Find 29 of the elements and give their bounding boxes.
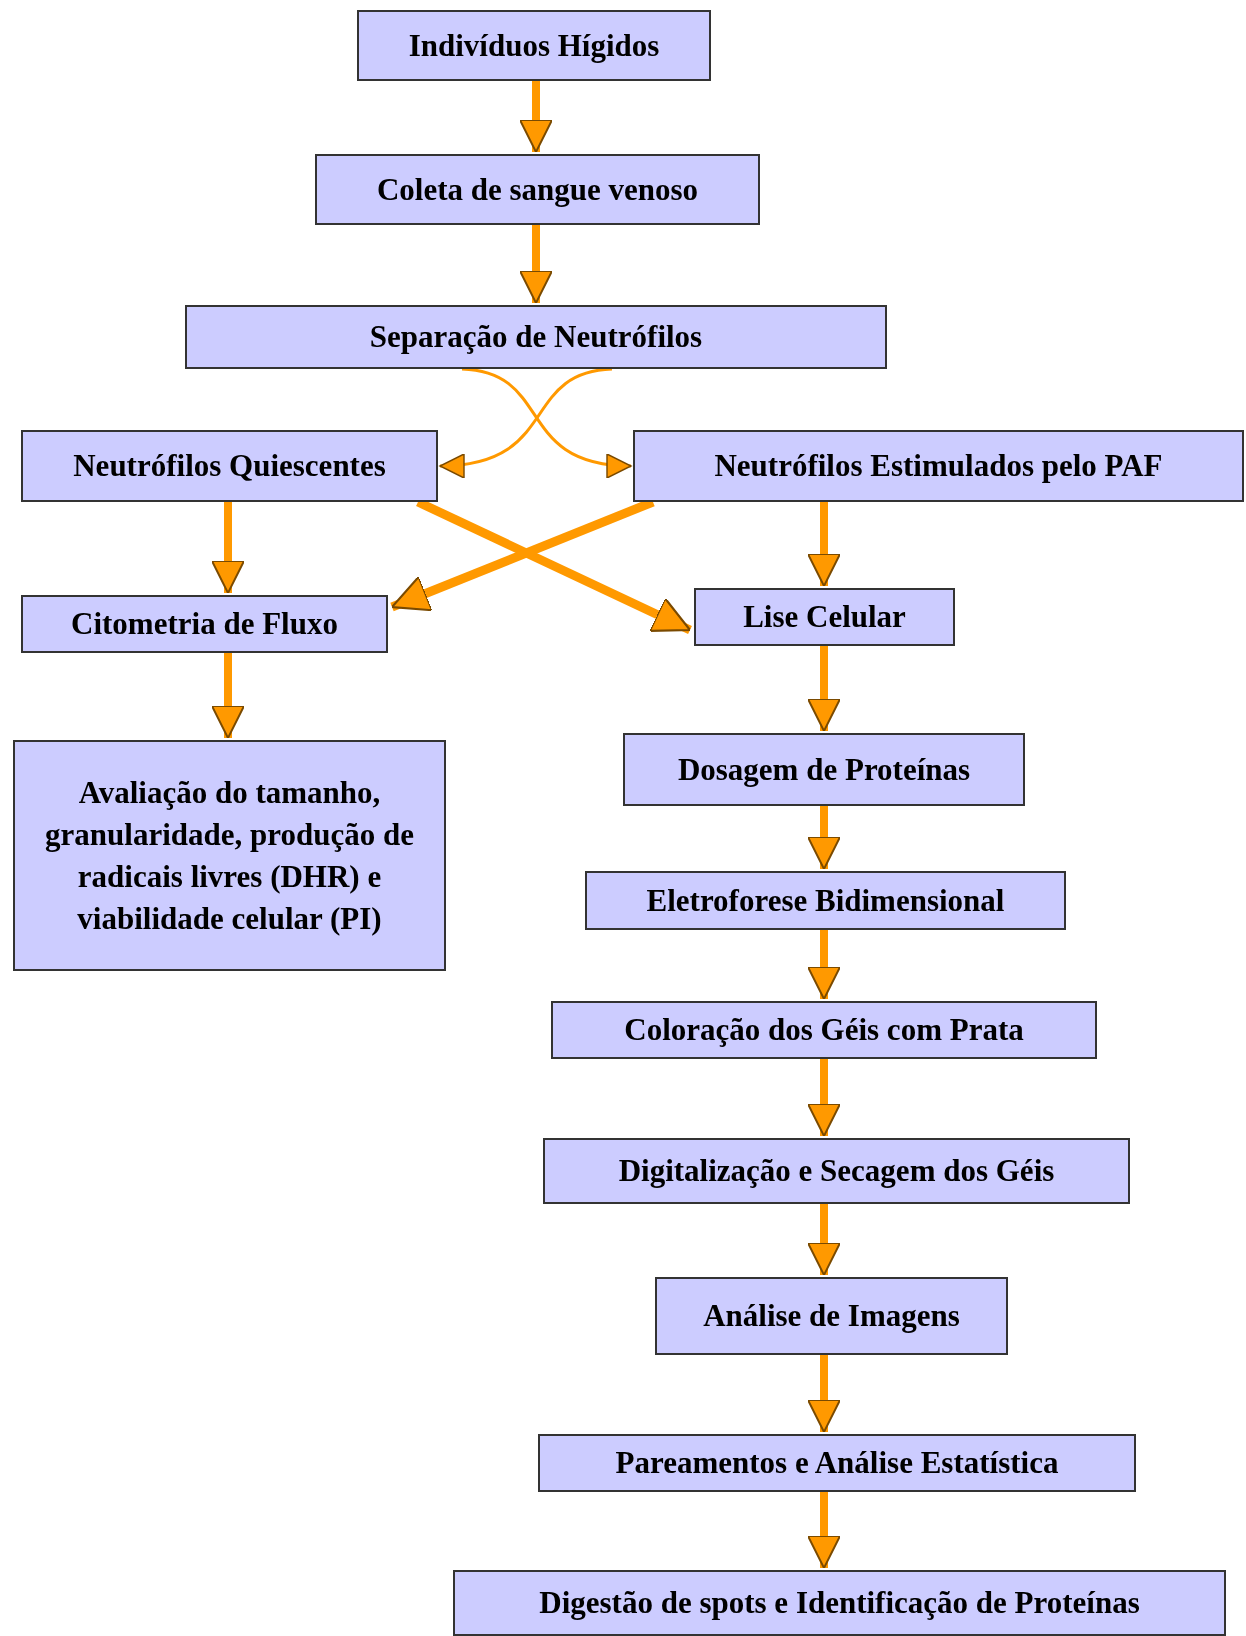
process-box: Separação de Neutrófilos (185, 305, 887, 369)
process-box: Indivíduos Hígidos (357, 10, 711, 81)
arrow (439, 367, 613, 478)
arrow (807, 1204, 841, 1276)
process-box: Lise Celular (694, 588, 955, 646)
arrow (461, 367, 632, 477)
arrow (519, 81, 553, 153)
process-box: Digitalização e Secagem dos Géis (543, 1138, 1130, 1204)
process-box: Neutrófilos Quiescentes (21, 430, 438, 502)
process-box: Neutrófilos Estimulados pelo PAF (633, 430, 1244, 502)
arrow (211, 502, 245, 594)
arrow (807, 502, 841, 587)
arrow (211, 653, 245, 739)
process-box: Análise de Imagens (655, 1277, 1008, 1355)
arrow (807, 806, 841, 870)
arrow (807, 1492, 841, 1569)
arrow (519, 225, 553, 304)
arrow (807, 646, 841, 732)
process-box: Coleta de sangue venoso (315, 154, 760, 225)
arrow (807, 1355, 841, 1433)
process-box: Avaliação do tamanho, granularidade, produção de radicais livres (DHR) e viabilidade celular (PI) (13, 740, 446, 971)
process-box: Digestão de spots e Identificação de Proteínas (453, 1570, 1226, 1636)
process-box: Eletroforese Bidimensional (585, 871, 1066, 930)
arrow (807, 1059, 841, 1137)
process-box: Coloração dos Géis com Prata (551, 1001, 1097, 1059)
process-box: Citometria de Fluxo (21, 595, 388, 653)
process-box: Dosagem de Proteínas (623, 733, 1025, 806)
arrow (807, 930, 841, 1000)
process-box: Pareamentos e Análise Estatística (538, 1434, 1136, 1492)
